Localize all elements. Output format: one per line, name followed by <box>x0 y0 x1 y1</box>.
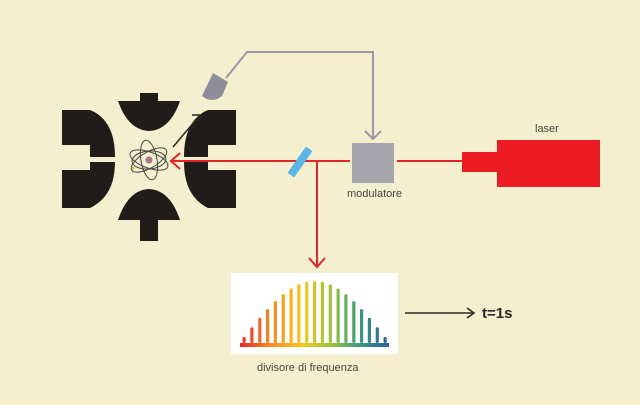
modulator <box>352 143 394 183</box>
comb-baseline <box>240 343 389 347</box>
frequency-comb <box>240 281 389 347</box>
comb-bar <box>250 327 254 343</box>
electrode-bottom <box>118 189 180 241</box>
comb-bar <box>289 288 293 343</box>
comb-bar <box>297 284 301 343</box>
electrode-right-lower <box>184 162 236 208</box>
comb-bar <box>344 294 348 343</box>
feedback-line <box>225 51 374 138</box>
beam-splitter <box>287 146 313 178</box>
electrode-right-upper <box>184 110 236 157</box>
comb-bar <box>266 309 270 343</box>
comb-bar <box>305 281 309 343</box>
laser <box>462 140 600 187</box>
comb-bar <box>352 301 356 343</box>
comb-bar <box>258 317 262 343</box>
comb-bar <box>242 337 246 343</box>
modulator-label: modulatore <box>347 188 403 200</box>
comb-bar <box>328 284 332 343</box>
comb-bar <box>336 288 340 343</box>
comb-bar <box>360 309 364 343</box>
electrode-top <box>118 93 180 131</box>
comb-bar <box>383 337 387 343</box>
comb-bar <box>375 327 379 343</box>
comb-bar <box>367 317 371 343</box>
comb-bar <box>313 281 317 343</box>
detector-icon <box>202 73 228 100</box>
comb-bar <box>320 281 324 343</box>
emission-arrow <box>172 114 201 148</box>
laser-label: laser <box>535 123 559 135</box>
electrode-left-lower <box>62 162 115 208</box>
comb-bar <box>273 301 277 343</box>
frequency-divider-label: divisore di frequenza <box>257 362 359 374</box>
electrode-left-upper <box>62 110 115 157</box>
output-time-label: t=1s <box>482 305 513 322</box>
output-arrow <box>405 307 476 319</box>
ion-trap <box>62 93 236 241</box>
atom-icon <box>129 139 169 181</box>
laser-beam <box>169 152 462 269</box>
feedback-arrowhead <box>364 130 382 141</box>
comb-bar <box>281 294 285 343</box>
